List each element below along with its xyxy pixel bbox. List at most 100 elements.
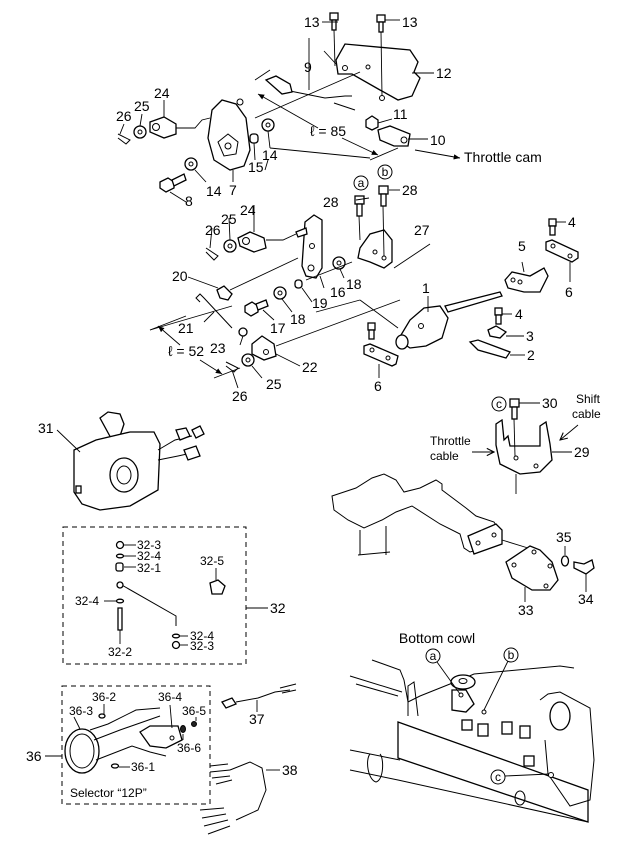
svg-text:c: c (495, 770, 501, 784)
washer-35 (560, 546, 570, 567)
shift-length-label: ℓ = 52 (168, 343, 204, 359)
bolt-28-a (354, 195, 365, 241)
clip-26-top (117, 133, 131, 145)
callout-6-lower: 6 (374, 378, 382, 394)
ref-mark-c-cowl: c (490, 769, 550, 785)
callout-30: 30 (542, 395, 558, 411)
throttle-cam-arrow: Throttle cam (414, 149, 542, 165)
selector-36-box: Selector “12P” (45, 685, 211, 805)
callout-3: 3 (526, 328, 534, 344)
bolt-8 (159, 173, 187, 193)
callout-32-5: 32-5 (200, 554, 224, 568)
shift-shaft-1 (395, 291, 503, 350)
callout-18-lower: 18 (290, 311, 306, 327)
pin-joint-24-top (149, 116, 211, 139)
throttle-length-dimension: ℓ = 85 (257, 93, 399, 161)
callout-23: 23 (210, 340, 226, 356)
callout-4-upper: 4 (568, 214, 576, 230)
bolt-4-upper (548, 218, 557, 236)
svg-text:b: b (508, 648, 515, 662)
callout-21: 21 (178, 320, 194, 336)
bottom-cowl-label: Bottom cowl (399, 630, 475, 646)
callout-24-top: 24 (154, 85, 170, 101)
callout-26-mid: 26 (205, 222, 221, 238)
callout-32-1: 32-1 (137, 561, 161, 575)
washer-25-top (133, 125, 147, 139)
ref-mark-c-upper: c (491, 396, 507, 412)
bolt-13-left (329, 12, 339, 67)
callout-25-lower: 25 (266, 376, 282, 392)
callout-22: 22 (302, 359, 318, 375)
washer-14-bottom (184, 157, 198, 171)
callout-32-4-left: 32-4 (75, 594, 99, 608)
callout-31: 31 (38, 420, 54, 436)
ref-mark-a-cowl: a (425, 648, 461, 695)
bolt-4-lower (494, 307, 503, 325)
washer-25-mid (223, 239, 237, 253)
washer-18-lower (273, 286, 287, 300)
callout-17: 17 (270, 320, 286, 336)
callout-27: 27 (414, 222, 430, 238)
svg-text:cable: cable (430, 449, 459, 463)
wire-harness-37 (221, 683, 297, 712)
callout-2: 2 (527, 347, 535, 363)
plate-3 (487, 325, 508, 339)
wire-harness-38 (199, 761, 280, 835)
clamp-6-lower (363, 343, 399, 367)
svg-text:a: a (430, 649, 437, 663)
collar-19 (294, 279, 303, 289)
selector-12p-label: Selector “12P” (70, 786, 147, 800)
bracket-33 (505, 545, 559, 602)
callout-36: 36 (26, 748, 42, 764)
callout-13-right: 13 (402, 14, 418, 30)
bolt-6-lower (367, 322, 376, 340)
bolt-28-b (378, 185, 389, 257)
throttle-cable-annotation: Throttle cable (430, 434, 494, 463)
rod-end-10 (377, 125, 411, 147)
bottom-cowl-illustration: Bottom cowl (349, 630, 595, 823)
svg-text:a: a (358, 176, 365, 190)
callout-37: 37 (249, 711, 265, 727)
callout-14-right: 14 (262, 147, 278, 163)
nut-11 (365, 115, 379, 131)
callout-labels: 13 13 12 9 11 10 24 25 26 14 15 7 14 8 2… (26, 14, 594, 778)
clamp-6-upper (545, 239, 579, 263)
callout-28-a: 28 (323, 194, 339, 210)
svg-text:cable: cable (572, 407, 601, 421)
joint-22 (251, 335, 277, 361)
clip-20 (216, 285, 233, 301)
ref-mark-b-cowl: b (483, 647, 519, 711)
callout-32: 32 (270, 600, 286, 616)
callout-26-top: 26 (116, 108, 132, 124)
mounting-frame (331, 473, 529, 556)
callout-36-5: 36-5 (182, 704, 206, 718)
bolt-17 (244, 299, 269, 317)
callout-5: 5 (518, 238, 526, 254)
shift-cable-annotation: Shift cable (560, 392, 601, 440)
callout-34: 34 (578, 591, 594, 607)
link-kit-32-box (62, 526, 268, 665)
callout-13-left: 13 (304, 14, 320, 30)
callout-29: 29 (574, 444, 590, 460)
callout-20: 20 (172, 268, 188, 284)
callout-38: 38 (282, 762, 298, 778)
callout-25-mid: 25 (221, 211, 237, 227)
shift-length-dimension: ℓ = 52 (149, 315, 241, 379)
svg-text:Shift: Shift (576, 392, 601, 406)
throttle-cam-label: Throttle cam (464, 149, 542, 165)
bolt-13-right (376, 14, 386, 97)
callout-32-2: 32-2 (108, 645, 132, 659)
callout-36-1: 36-1 (131, 760, 155, 774)
washer-25-lower (241, 353, 255, 367)
rod-21 (195, 293, 233, 329)
bolt-34 (573, 559, 595, 592)
callout-12: 12 (436, 65, 452, 81)
callout-36-4: 36-4 (158, 690, 182, 704)
washer-14-right (261, 118, 275, 132)
ref-mark-b-upper: b (377, 164, 393, 180)
collar-15 (249, 133, 259, 144)
throttle-length-label: ℓ = 85 (310, 123, 346, 139)
callout-4-lower: 4 (515, 306, 523, 322)
callout-32-4-bottom: 32-4 (190, 629, 214, 643)
svg-text:Throttle: Throttle (430, 434, 471, 448)
